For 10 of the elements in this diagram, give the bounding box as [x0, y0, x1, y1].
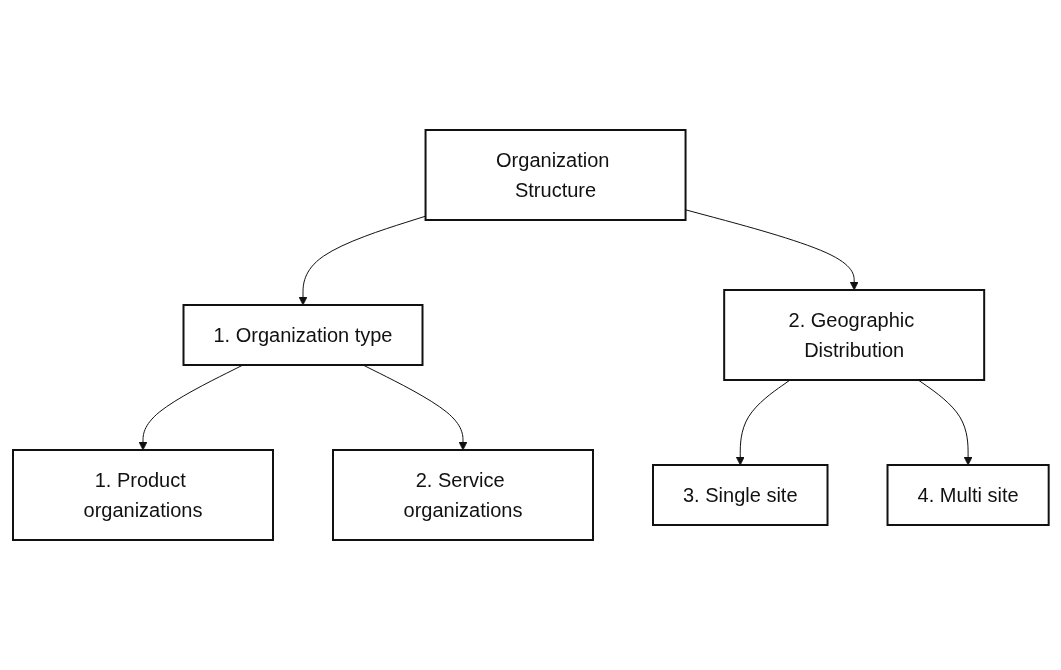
node-box: 3. Single site: [651, 464, 829, 526]
node-box: 1. Product organizations: [11, 449, 274, 541]
node-box: 2. Geographic Distribution: [722, 289, 985, 381]
arrow: [735, 379, 791, 466]
node-box: 2. Service organizations: [331, 449, 594, 541]
arrow: [917, 379, 973, 466]
node-box: 1. Organization type: [182, 304, 424, 366]
node-box: 4. Multi site: [886, 464, 1050, 526]
arrow: [298, 215, 426, 306]
node-box: Organization Structure: [424, 129, 687, 221]
